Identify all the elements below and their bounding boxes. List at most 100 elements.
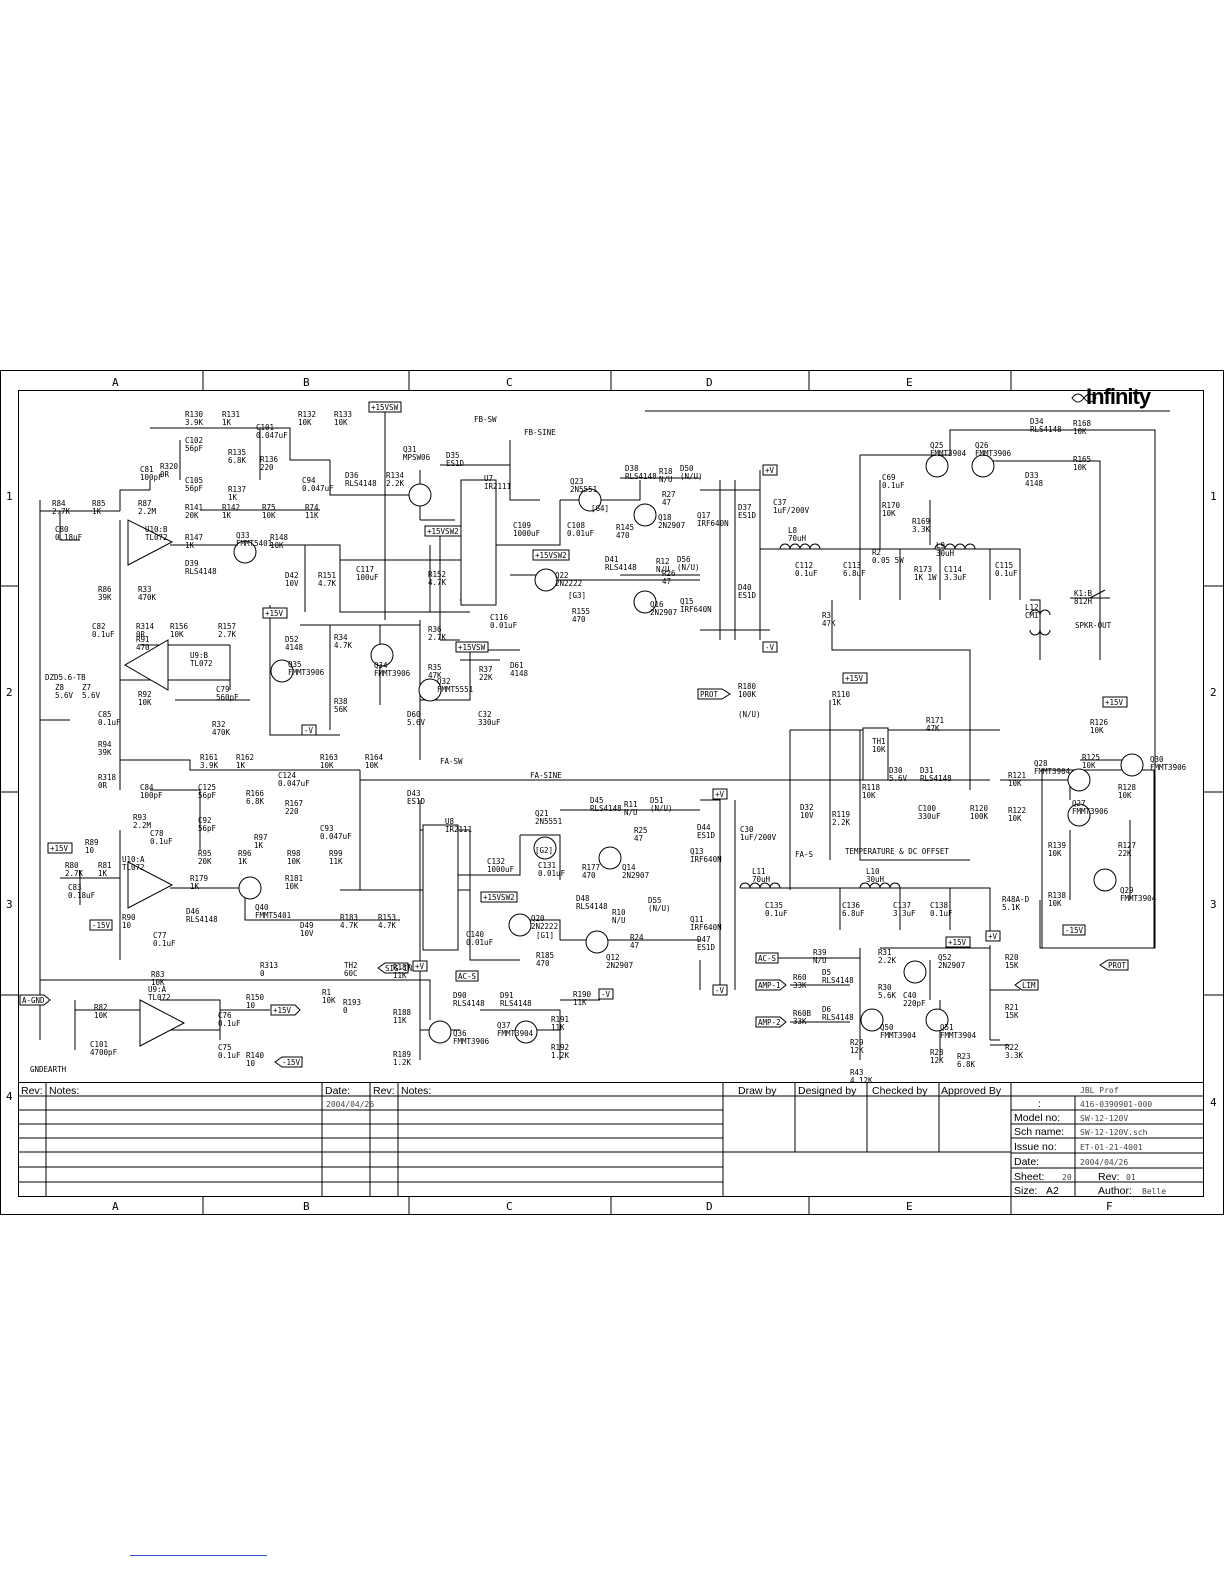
component-ref-q40: Q40 <box>255 903 269 912</box>
component-ref-r24: R24 <box>630 933 644 942</box>
ic-u8 <box>422 824 459 951</box>
component-ref-r189: R189 <box>393 1050 411 1059</box>
zone-row-4-right: 4 <box>1210 1096 1217 1109</box>
component-ref-r94: R94 <box>98 740 112 749</box>
component-ref-g4: [G4] <box>591 504 609 513</box>
component-value-q13: IRF640N <box>690 855 722 864</box>
component-value-r10: N/U <box>612 916 626 925</box>
component-value-u9b: TL072 <box>190 659 213 668</box>
component-value-r11: N/U <box>624 808 638 817</box>
component-value-r84: 2.7K <box>52 507 71 516</box>
component-value-d43: ES1D <box>407 797 426 806</box>
component-value-r34: 4.7K <box>334 641 353 650</box>
component-ref-r173: R173 <box>914 565 932 574</box>
component-ref-r314: R314 <box>136 622 155 631</box>
tb-doc-no-label: : <box>1038 1098 1041 1110</box>
component-value-c137: 3.3uF <box>893 909 916 918</box>
component-value-r118: 10K <box>862 791 876 800</box>
component-value-r145: 470 <box>616 531 630 540</box>
component-value-r25: 47 <box>634 834 643 843</box>
component-ref-c69: C69 <box>882 473 896 482</box>
component-value-r39: N/U <box>813 956 827 965</box>
zone-col-b-bottom: B <box>303 1200 310 1213</box>
component-ref-r168: R168 <box>1073 419 1092 428</box>
component-value-r30: 5.6K <box>878 991 897 1000</box>
component-ref-r82: R82 <box>94 1003 108 1012</box>
component-value-r137: 1K <box>228 493 238 502</box>
component-ref-r99: R99 <box>329 849 343 858</box>
component-value-d56: (N/U) <box>677 563 700 572</box>
component-value-z8: 5.6V <box>55 691 74 700</box>
net-plus15v-q35: +15V <box>265 609 284 618</box>
component-value-d45: RLS4148 <box>590 804 622 813</box>
component-ref-q28: Q28 <box>1034 759 1048 768</box>
component-ref-r92: R92 <box>138 690 152 699</box>
component-value-r138: 10K <box>1048 899 1062 908</box>
component-ref-q50: Q50 <box>880 1023 894 1032</box>
component-value-r189: 1.2K <box>393 1058 412 1067</box>
component-ref-r86: R86 <box>98 585 112 594</box>
component-value-c132: 1000uF <box>487 865 515 874</box>
zone-col-d-bottom: D <box>706 1200 713 1213</box>
component-ref-z8: Z8 <box>55 683 65 692</box>
component-ref-r93: R93 <box>133 813 147 822</box>
component-value-r119: 2.2K <box>832 818 851 827</box>
component-ref-q26: Q26 <box>975 441 989 450</box>
component-ref-r12: R12 <box>656 557 670 566</box>
component-ref-r183: R183 <box>340 913 358 922</box>
component-ref-r193: R193 <box>343 998 361 1007</box>
component-value-r89: 10 <box>85 846 95 855</box>
zone-col-d-top: D <box>706 376 713 389</box>
net-spkr-out: SPKR-OUT <box>1075 621 1112 630</box>
component-value-r24: 47 <box>630 941 639 950</box>
component-ref-r119: R119 <box>832 810 850 819</box>
component-value-r99: 11K <box>329 857 343 866</box>
component-value-l9: 30uH <box>936 549 955 558</box>
component-ref-d48: D48 <box>576 894 590 903</box>
component-ref-q31: Q31 <box>403 445 417 454</box>
component-value-d41: RLS4148 <box>605 563 637 572</box>
component-value-r29: 12K <box>850 1046 864 1055</box>
component-value-r180: 100K <box>738 690 757 699</box>
component-ref-d52: D52 <box>285 635 299 644</box>
component-ref-r139: R139 <box>1048 841 1066 850</box>
component-ref-r147: R147 <box>185 533 203 542</box>
net-minus15v-r140: -15V <box>282 1058 301 1067</box>
component-ref-r177: R177 <box>582 863 600 872</box>
component-value-r87: 2.2M <box>138 507 157 516</box>
component-ref-r131: R131 <box>222 410 240 419</box>
component-value-c101b: 4700pF <box>90 1048 118 1057</box>
net-minus-v-q15: -V <box>765 643 775 652</box>
component-value-q12: 2N2907 <box>606 961 633 970</box>
net-plus15vsw-d61: +15VSW <box>458 643 486 652</box>
component-value-c109: 1000uF <box>513 529 541 538</box>
net-plus15v-q52: +15V <box>948 938 967 947</box>
component-ref-r187: R187 <box>393 963 411 972</box>
brand-wordmark: Infinity <box>1086 384 1152 409</box>
component-ref-q23: Q23 <box>570 477 584 486</box>
component-value-c94: 0.047uF <box>302 484 334 493</box>
component-ref-r120: R120 <box>970 804 989 813</box>
component-value-c115: 0.1uF <box>995 569 1018 578</box>
component-value-d36: RLS4148 <box>345 479 377 488</box>
tb-date: 2004/04/26 <box>1080 1158 1128 1167</box>
net-sig-in: SIG-IN <box>385 964 412 973</box>
component-ref-l12: L12 <box>1025 603 1039 612</box>
component-ref-c109: C109 <box>513 521 531 530</box>
component-ref-r180: R180 <box>738 682 757 691</box>
tb-author: Belle <box>1142 1187 1166 1196</box>
component-value-r36: 2.7K <box>428 633 447 642</box>
component-ref-r95: R95 <box>198 849 212 858</box>
component-ref-u7: U7 <box>484 474 493 483</box>
component-value-r155: 470 <box>572 615 586 624</box>
component-ref-r96: R96 <box>238 849 252 858</box>
component-ref-q29: Q29 <box>1120 886 1134 895</box>
component-value-u10a: TL072 <box>122 863 145 872</box>
component-value-r95: 20K <box>198 857 212 866</box>
component-ref-c40: C40 <box>903 991 917 1000</box>
component-value-r125: 10K <box>1082 761 1096 770</box>
component-value-q35: FMMT3906 <box>288 668 325 677</box>
component-ref-q27: Q27 <box>1072 799 1086 808</box>
component-ref-c76: C76 <box>218 1011 232 1020</box>
